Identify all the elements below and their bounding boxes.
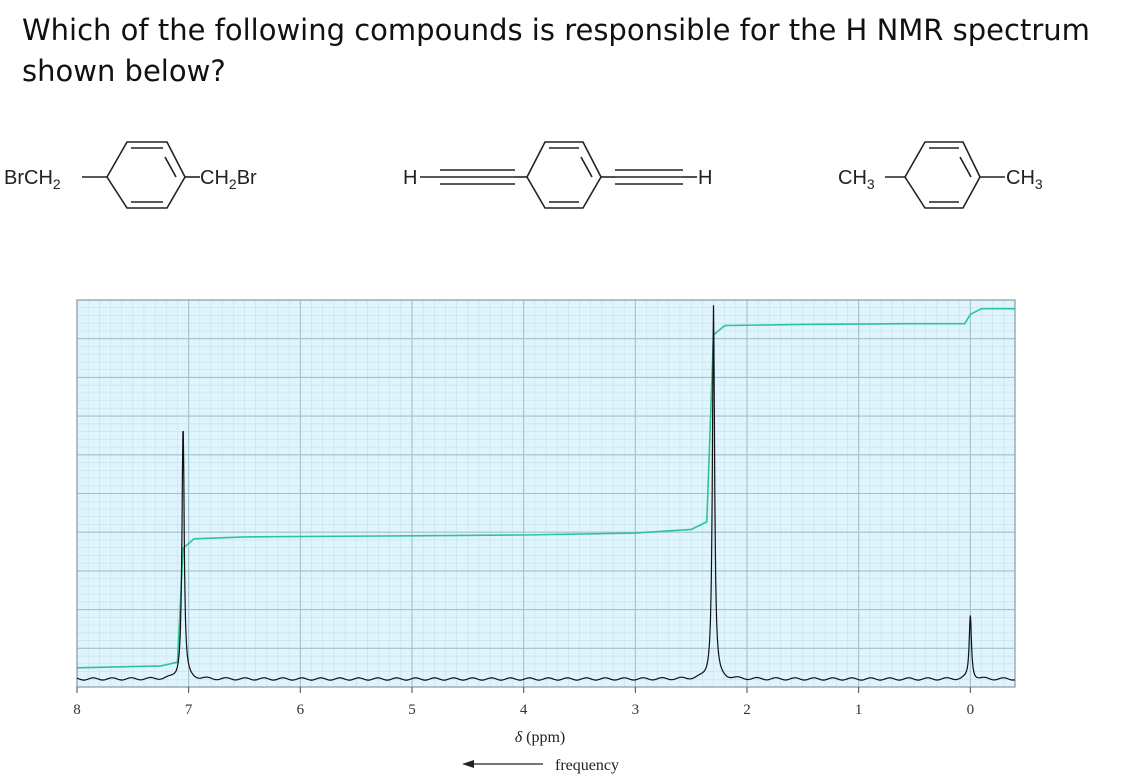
- benzene-ring: [526, 141, 602, 209]
- x-tick-label: 4: [520, 702, 528, 718]
- compound-3: CH3 CH3: [838, 141, 1043, 209]
- compound-3-right-group: CH3: [1006, 167, 1043, 192]
- compound-3-left-group: CH3: [838, 167, 875, 192]
- frequency-arrow: [462, 760, 543, 768]
- compound-2-left-h: H: [403, 167, 417, 189]
- benzene-ring: [904, 141, 981, 209]
- x-tick-label: 5: [408, 702, 416, 718]
- x-axis-ticks: 8 7 6 5 4 3 2 1 0: [73, 687, 974, 718]
- frequency-label: frequency: [555, 757, 619, 774]
- compound-2-right-h: H: [698, 167, 712, 189]
- x-tick-label: 2: [743, 702, 751, 718]
- x-tick-label: 6: [297, 702, 305, 718]
- benzene-ring: [106, 141, 186, 209]
- x-tick-label: 8: [73, 702, 81, 718]
- x-tick-label: 3: [632, 702, 640, 718]
- compound-1-left-group: BrCH2: [4, 167, 61, 192]
- x-axis-label: δ(ppm): [515, 729, 566, 746]
- x-tick-label: 7: [185, 702, 193, 718]
- x-tick-label: 0: [967, 702, 975, 718]
- compound-1: BrCH2 CH2Br: [4, 141, 257, 209]
- plot-border: [76, 299, 1016, 688]
- compound-structures: BrCH2 CH2Br H H CH3 CH3: [4, 141, 1043, 209]
- question-text: Which of the following compounds is resp…: [22, 13, 1090, 88]
- nmr-spectrum-chart: 8 7 6 5 4 3 2 1 0 δ(ppm) frequency: [73, 299, 1016, 774]
- compound-2: H H: [403, 141, 712, 209]
- compound-1-right-group: CH2Br: [200, 167, 257, 192]
- spectrum-trace: [76, 305, 1016, 681]
- integral-curve: [76, 307, 1015, 669]
- x-tick-label: 1: [855, 702, 863, 718]
